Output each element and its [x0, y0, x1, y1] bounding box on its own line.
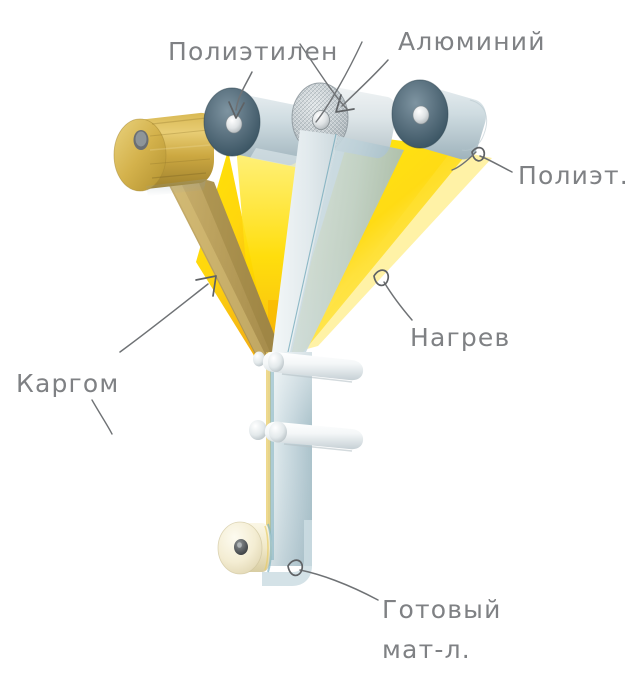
output-roller-face-edge [217, 521, 263, 575]
label-finished-material-line1: Готовый [382, 595, 502, 624]
leader-arrowheads [195, 94, 486, 577]
press-bar-upper-knob [268, 352, 284, 372]
composite-sheet [272, 130, 404, 353]
label-heating: Нагрев [410, 323, 510, 352]
leader-aluminium-second [315, 41, 363, 123]
press-bar-upper-rod [262, 351, 364, 381]
press-bar-upper [253, 351, 364, 383]
sheet-white [272, 130, 338, 352]
cardboard-web-highlight [163, 170, 266, 358]
arrowhead-cardboard [195, 275, 217, 297]
pe-left-film [250, 148, 306, 168]
press-bar-upper-shadow [281, 373, 353, 383]
leader-polyethylene-top [235, 71, 253, 111]
heat-glow-tail [296, 150, 492, 352]
cardboard-roll-face-edge [113, 118, 167, 192]
pe-left-hub [226, 115, 242, 133]
leader-polyethylene-right [479, 155, 513, 173]
label-polyethylene-right: Полиэт. [518, 161, 629, 190]
sheet-blue [290, 136, 404, 352]
leader-cardboard-tail [91, 399, 113, 435]
pe-right-hub [413, 106, 429, 124]
cardboard-web-shade [196, 176, 282, 357]
arrowhead-aluminium [335, 94, 355, 113]
output-roller-rim-teal [267, 523, 272, 573]
press-bar-upper-knob-left [253, 351, 265, 367]
leader-aluminium [341, 59, 389, 107]
arrowhead-polyethylene-right [471, 146, 486, 162]
leader-aluminium-long [299, 43, 349, 111]
leader-lines [119, 59, 513, 601]
leader-extra-strokes [91, 41, 477, 435]
press-bar-lower-shadow [283, 443, 353, 452]
web-output-left-edge [266, 352, 271, 560]
leader-pe-right-tail [451, 151, 477, 171]
pe-left-face-edge [203, 87, 261, 157]
roller-polyethylene-right [391, 79, 488, 160]
pe-right-hub-edge [412, 105, 430, 125]
arrowhead-heating [373, 269, 390, 287]
label-finished-material-line2: мат-л. [382, 635, 471, 664]
label-aluminium: Алюминий [398, 27, 546, 56]
pe-right-cap [461, 99, 488, 151]
web-output [232, 352, 312, 586]
web-output-bottom [262, 520, 312, 586]
press-bar-lower-rod [264, 421, 364, 450]
arrowhead-polyethylene-top [228, 101, 245, 119]
output-roller-rim-yellow [264, 525, 269, 571]
annotation-labels: Полиэтилен Алюминий Полиэт. Каргом Нагре… [16, 27, 629, 664]
roll-cardboard [113, 112, 214, 196]
output-roller-hub-highlight [237, 542, 242, 548]
pe-right-face-edge [391, 79, 449, 149]
press-bar-lower-knob [269, 421, 287, 443]
roller-polyethylene-left [203, 87, 309, 168]
roller-output [217, 521, 272, 575]
cardboard-web [160, 168, 282, 360]
press-bar-lower-knob-left [249, 420, 267, 440]
leader-cardboard [119, 283, 209, 353]
leader-finished-material [299, 569, 379, 601]
press-bar-lower [249, 420, 364, 452]
label-polyethylene-top: Полиэтилен [168, 37, 339, 66]
cardboard-core-inner [135, 131, 147, 147]
label-cardboard: Каргом [16, 369, 119, 398]
web-output-teal-edge [270, 352, 274, 560]
aluminium-hub-edge [312, 110, 330, 130]
cardboard-roll-face [114, 119, 166, 191]
arrowhead-finished-material [287, 559, 304, 577]
sheet-edge-line [287, 133, 337, 353]
cardboard-roll-shadow [146, 179, 206, 196]
aluminium-hub [312, 110, 330, 130]
cardboard-grain [149, 117, 211, 179]
cardboard-web-sheet [160, 168, 282, 360]
